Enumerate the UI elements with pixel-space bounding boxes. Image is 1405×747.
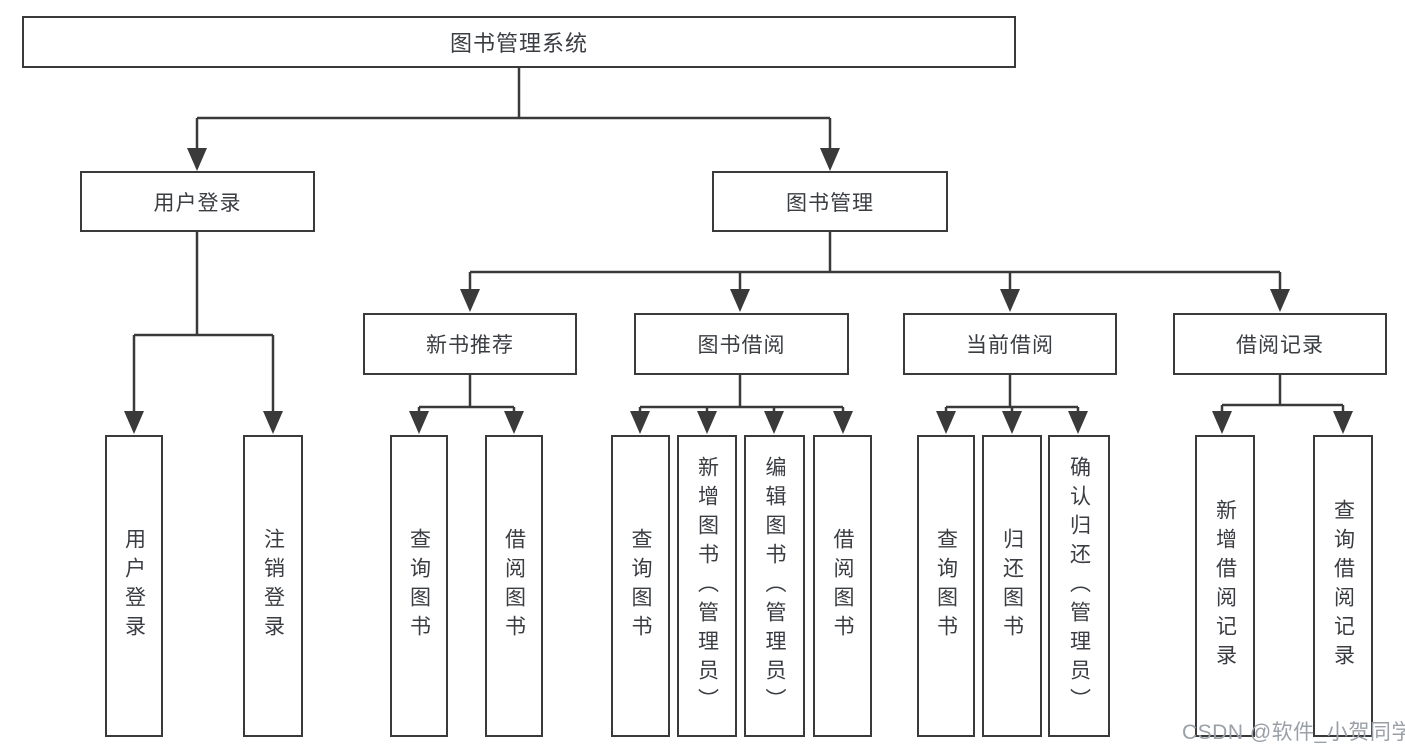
leaf-borrow-books-new: 借阅图书 [485, 435, 543, 737]
leaf-query-books-current: 查询图书 [917, 435, 975, 737]
node-user-login: 用户登录 [80, 171, 315, 232]
node-new-book-recommend: 新书推荐 [363, 313, 577, 375]
leaf-label: 新增图书（管理员） [695, 455, 719, 717]
leaf-label: 编辑图书（管理员） [763, 455, 787, 717]
leaf-add-borrow-record: 新增借阅记录 [1195, 435, 1255, 737]
leaf-user-login: 用户登录 [105, 435, 163, 737]
leaf-edit-books-admin: 编辑图书（管理员） [744, 435, 805, 737]
leaf-label: 查询图书 [407, 528, 431, 644]
node-book-borrowing: 图书借阅 [634, 313, 849, 375]
leaf-label: 归还图书 [1000, 528, 1024, 644]
leaf-borrow-books: 借阅图书 [813, 435, 872, 737]
node-current-borrowing: 当前借阅 [903, 313, 1117, 375]
arrowheads [124, 148, 1353, 434]
leaf-label: 注销登录 [261, 528, 285, 644]
csdn-watermark: CSDN @软件_小贺同学 [1182, 721, 1405, 744]
leaf-label: 借阅图书 [502, 528, 526, 644]
leaf-query-borrow-record: 查询借阅记录 [1313, 435, 1373, 737]
leaf-query-books-new: 查询图书 [390, 435, 448, 737]
leaf-confirm-return-admin: 确认归还（管理员） [1048, 435, 1110, 737]
leaf-label: 新增借阅记录 [1213, 499, 1237, 673]
node-borrow-records: 借阅记录 [1173, 313, 1387, 375]
leaf-label: 确认归还（管理员） [1067, 455, 1091, 717]
leaf-label: 借阅图书 [831, 528, 855, 644]
node-library-system: 图书管理系统 [22, 16, 1016, 68]
leaf-return-books: 归还图书 [982, 435, 1042, 737]
leaf-label: 查询图书 [629, 528, 653, 644]
leaf-query-books-borrow: 查询图书 [611, 435, 670, 737]
leaf-add-books-admin: 新增图书（管理员） [677, 435, 737, 737]
node-book-management: 图书管理 [712, 171, 948, 232]
leaf-logout-login: 注销登录 [243, 435, 303, 737]
leaf-label: 查询图书 [934, 528, 958, 644]
leaf-label: 查询借阅记录 [1331, 499, 1355, 673]
leaf-label: 用户登录 [122, 528, 146, 644]
